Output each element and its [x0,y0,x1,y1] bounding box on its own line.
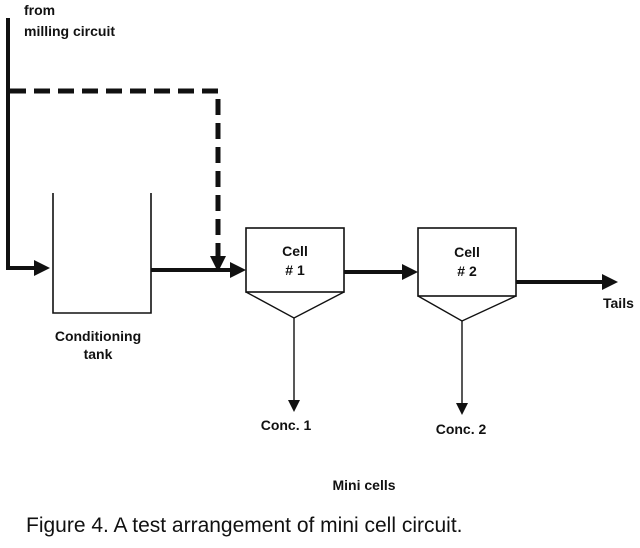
conditioning-tank [52,193,152,314]
feed-line [6,18,40,270]
conc-1-label: Conc. 1 [261,417,312,433]
cell-1-label-line2: # 1 [285,262,305,278]
cell-1-box [245,227,345,293]
mini-cells-label: Mini cells [332,477,395,493]
cell-2-box [417,227,517,297]
cell-1-hopper [245,291,345,319]
figure-caption: Figure 4. A test arrangement of mini cel… [26,514,463,537]
cell1-to-cell2-arrowhead [402,264,418,280]
tails-label: Tails [603,295,634,311]
tank-to-cell1-arrowhead [230,262,246,278]
bypass-arrowhead [210,256,226,272]
feed-arrowhead [34,260,50,276]
from-label-line2: milling circuit [24,23,115,39]
cell-2-label-line2: # 2 [457,263,477,279]
cell-1-concentrate-arrowhead [288,400,300,412]
bypass-dashed-line [10,88,221,258]
conc-2-label: Conc. 2 [436,421,487,437]
tank-label-line2: tank [84,346,113,362]
cell-2-hopper [417,295,517,322]
from-label-line1: from [24,2,55,18]
cell-2-concentrate-arrowhead [456,403,468,415]
tank-label-line1: Conditioning [55,328,141,344]
tails-arrowhead [602,274,618,290]
cell-1-label-line1: Cell [282,243,308,259]
cell-2-label-line1: Cell [454,244,480,260]
